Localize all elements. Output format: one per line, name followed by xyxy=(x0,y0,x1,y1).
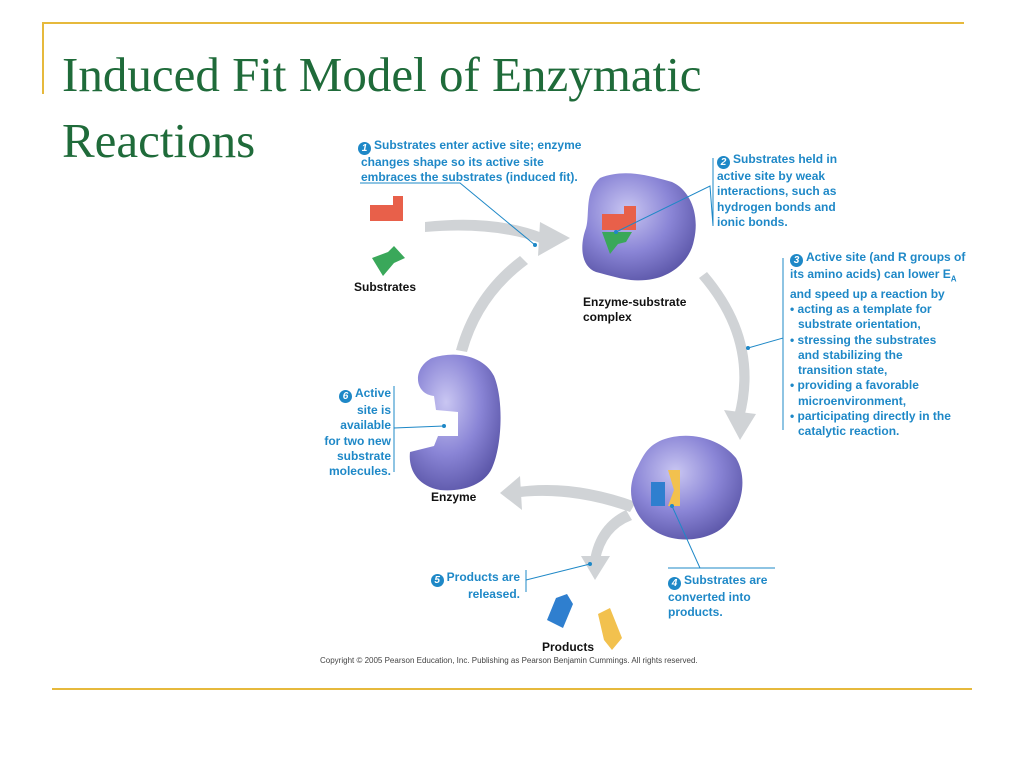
complex-product-blue xyxy=(651,482,665,506)
product-blue xyxy=(547,594,573,628)
step-6-line-2: site is xyxy=(356,403,391,417)
leader-4-dot xyxy=(670,504,674,508)
step-3-bullet-2: • stressing the substrates xyxy=(790,332,937,347)
step-3-bullet-2c: transition state, xyxy=(798,363,888,378)
step-2-line-2: active site by weak xyxy=(717,169,826,183)
step-1-number-icon: 1 xyxy=(358,142,371,155)
step-4-number-icon: 4 xyxy=(668,577,681,590)
leader-6 xyxy=(393,386,445,472)
step-6-line-4: for two new xyxy=(324,433,391,448)
leader-2-dot xyxy=(614,230,618,234)
bottom-rule xyxy=(52,688,972,690)
step-3-line-2: its amino acids) can lower EA xyxy=(790,267,965,287)
title-accent-bar xyxy=(42,22,44,94)
label-products: Products xyxy=(542,640,595,654)
step-3-line-3: and speed up a reaction by xyxy=(790,286,945,301)
step-2-text-1: Substrates held in xyxy=(733,152,838,166)
label-substrates: Substrates xyxy=(354,280,417,294)
step-2-line-3: interactions, such as xyxy=(717,184,837,199)
arrow-head-4 xyxy=(500,476,522,510)
leader-5-dot xyxy=(588,562,592,566)
title-line-2: Reactions xyxy=(62,113,256,168)
step-3-text-2: its amino acids) can lower E xyxy=(790,267,951,281)
step-3-bullet-1b: substrate orientation, xyxy=(798,317,921,332)
cycle-arrows xyxy=(425,219,756,580)
leader-4 xyxy=(668,505,775,569)
arrow-products-release xyxy=(590,510,632,560)
leader-1-dot xyxy=(533,243,537,247)
leader-3 xyxy=(747,258,784,430)
page-title: Induced Fit Model of Enzymatic Reactions xyxy=(62,42,962,174)
label-complex-line-1: Enzyme-substrate xyxy=(583,295,687,309)
arrow-complex-to-products xyxy=(699,272,750,418)
step-2-line-5: ionic bonds. xyxy=(717,214,788,229)
leader-1 xyxy=(360,182,536,246)
step-6-line-3: available xyxy=(340,418,391,433)
top-rule xyxy=(42,22,964,24)
substrate-green xyxy=(372,246,405,276)
label-complex-line-2: complex xyxy=(583,310,632,324)
arrow-head-5 xyxy=(581,556,610,580)
copyright-notice: Copyright © 2005 Pearson Education, Inc.… xyxy=(320,656,698,665)
step-6-number-icon: 6 xyxy=(338,390,352,403)
product-yellow xyxy=(598,608,622,650)
step-1-text-1: Substrates enter active site; enzyme xyxy=(374,138,582,152)
complex-product-yellow xyxy=(668,470,680,506)
arrow-head-3 xyxy=(724,410,756,440)
step-3-bullet-1: • acting as a template for xyxy=(790,301,932,316)
step-3-bullet-3: • providing a favorable xyxy=(790,378,919,393)
step-3-text-1: Active site (and R groups of xyxy=(806,250,966,264)
title-line-1: Induced Fit Model of Enzymatic xyxy=(62,47,702,102)
step-3-bullet-4b: catalytic reaction. xyxy=(798,424,900,439)
leader-6-dot xyxy=(442,424,446,428)
enzyme xyxy=(409,354,501,491)
step-4-line-2: converted into xyxy=(668,590,751,604)
label-enzyme-substrate-complex: Enzyme-substrate complex xyxy=(583,295,686,325)
step-5-text-1: Products are xyxy=(446,570,520,584)
leader-5 xyxy=(525,563,591,592)
activation-energy-subscript: A xyxy=(950,274,957,284)
step-3-bullet-4: • participating directly in the xyxy=(790,409,951,424)
step-6-line-6: molecules. xyxy=(328,464,391,479)
step-5-number-icon: 5 xyxy=(430,574,444,587)
arrow-head-1 xyxy=(538,222,570,256)
label-enzyme: Enzyme xyxy=(431,490,477,504)
arrow-enzyme-to-substrates xyxy=(456,256,528,352)
step-2-line-4: hydrogen bonds and xyxy=(717,199,836,214)
complex-substrate-red xyxy=(602,206,636,230)
enzyme-product-complex xyxy=(631,435,743,540)
step-1-line-3: embraces the substrates (induced fit). xyxy=(361,170,578,185)
step-6-text-1: Active xyxy=(354,386,391,400)
step-2-number-icon: 2 xyxy=(717,156,730,169)
step-3-bullet-3b: microenvironment, xyxy=(798,393,907,408)
complex-substrate-green xyxy=(602,232,632,254)
step-3-number-icon: 3 xyxy=(790,254,803,267)
arrow-products-to-enzyme xyxy=(512,485,636,512)
arrow-substrates-to-complex xyxy=(425,219,545,244)
step-4-text-1: Substrates are xyxy=(684,573,768,587)
step-4-line-3: products. xyxy=(668,605,723,620)
leader-3-dot xyxy=(746,346,750,350)
step-3-bullet-2b: and stabilizing the xyxy=(798,347,903,362)
enzyme-substrate-complex xyxy=(582,173,696,281)
step-6-line-5: substrate xyxy=(336,448,391,463)
substrate-red xyxy=(370,196,403,221)
step-5-line-2: released. xyxy=(467,587,520,601)
leader-2 xyxy=(615,158,714,233)
leader-lines xyxy=(360,158,784,592)
step-1-line-2: changes shape so its active site xyxy=(361,155,544,169)
